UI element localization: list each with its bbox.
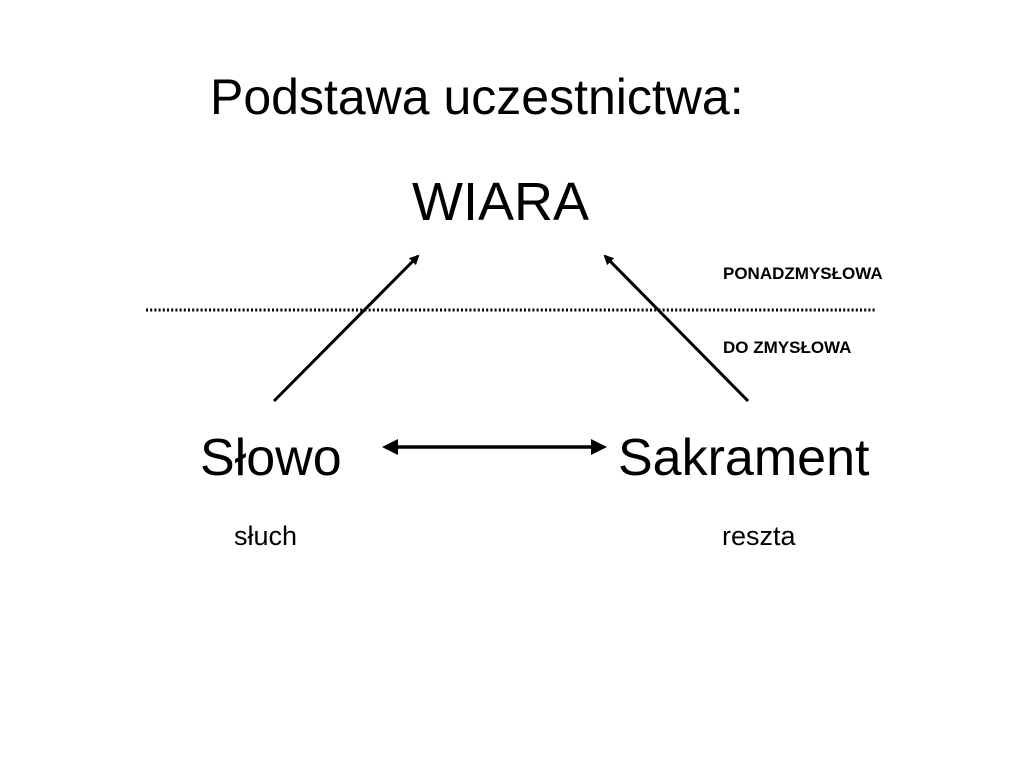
upper-region-label: PONADZMYSŁOWA bbox=[723, 264, 883, 283]
left-node-sublabel: słuch bbox=[234, 521, 298, 551]
right-node-sublabel: reszta bbox=[722, 521, 796, 551]
center-node-label: WIARA bbox=[412, 172, 590, 232]
arrow-slowo-to-wiara bbox=[272, 254, 420, 403]
right-node-label: Sakrament bbox=[618, 429, 870, 487]
slide-title: Podstawa uczestnictwa: bbox=[210, 69, 744, 125]
left-node-label: Słowo bbox=[200, 429, 342, 487]
arrow-sakrament-to-wiara bbox=[603, 254, 750, 403]
lower-region-label: DO ZMYSŁOWA bbox=[723, 338, 852, 357]
